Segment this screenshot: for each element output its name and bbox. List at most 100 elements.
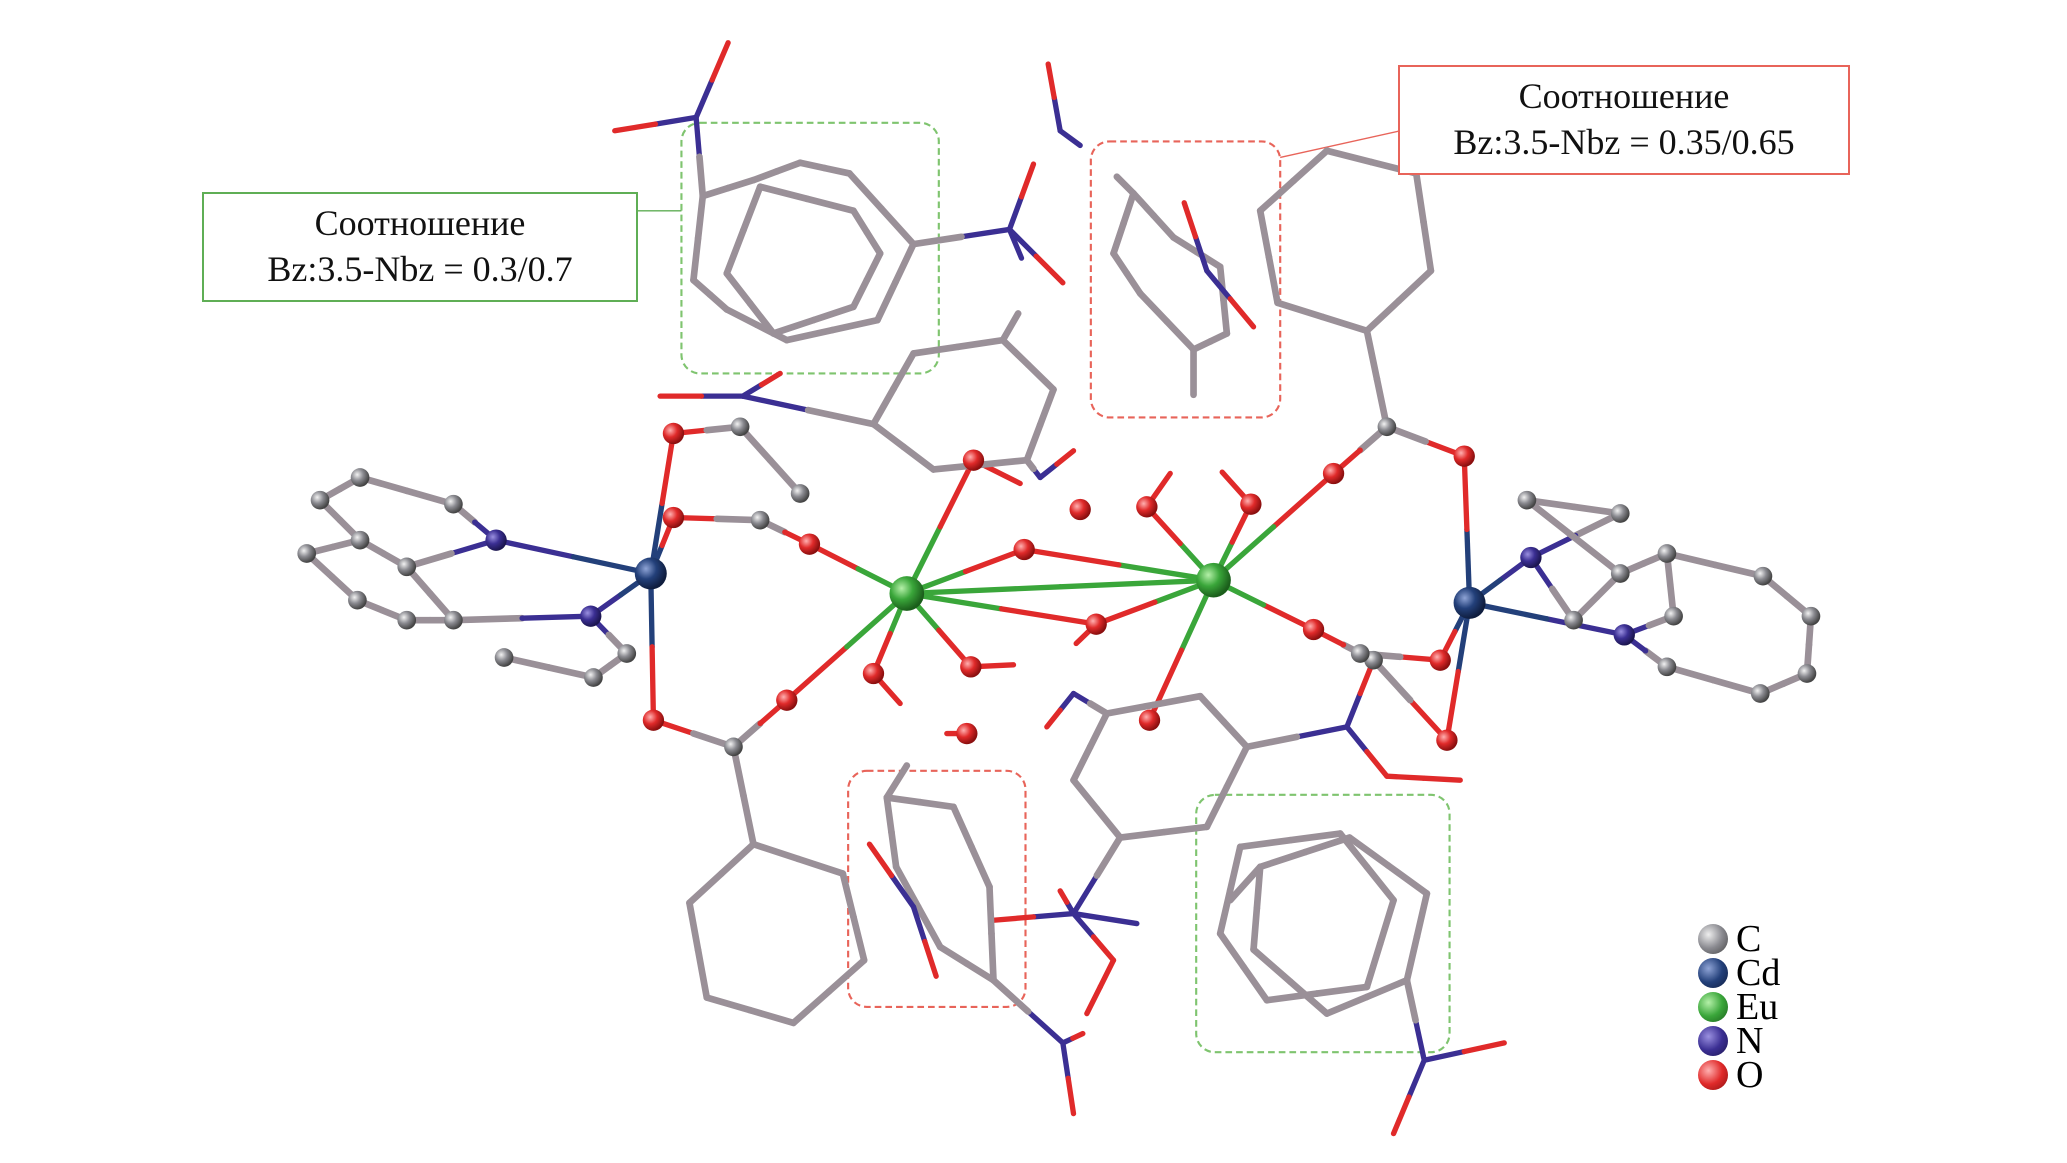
bond: [1057, 888, 1070, 905]
bond: [1037, 461, 1060, 481]
bond: [706, 291, 731, 313]
bond: [1146, 647, 1185, 723]
bond: [1265, 253, 1281, 307]
bond: [1461, 1040, 1507, 1055]
bond: [784, 644, 850, 703]
atom-o: [1240, 493, 1262, 515]
bond: [810, 303, 857, 324]
highlight-boxes: [637, 121, 1451, 1054]
bond: [999, 310, 1022, 344]
bond: [1084, 984, 1103, 1017]
bond: [1113, 173, 1137, 197]
legend-item-cd: Cd: [1698, 952, 1780, 994]
bond: [874, 278, 899, 324]
carbon-ball-icon: [1698, 924, 1728, 954]
bond: [998, 606, 1099, 627]
bond: [1461, 453, 1470, 533]
bond: [1256, 177, 1297, 215]
bond: [1363, 297, 1403, 335]
bond: [1256, 207, 1273, 261]
atom-o: [1085, 613, 1107, 635]
bond: [1006, 194, 1025, 233]
bond: [1090, 934, 1117, 963]
bond: [1080, 145, 1100, 160]
bond: [1204, 268, 1233, 302]
bond: [1018, 287, 1033, 314]
ratio-label-right-value: Bz:3.5-Nbz = 0.35/0.65: [1453, 122, 1795, 162]
bond: [1395, 267, 1435, 305]
bond: [936, 943, 971, 967]
bond: [783, 326, 836, 344]
bond: [1057, 128, 1083, 149]
bond: [1013, 663, 1056, 665]
legend-label: Cd: [1736, 952, 1781, 994]
atom-c: [1664, 606, 1683, 626]
bond: [1227, 296, 1257, 330]
bond: [850, 207, 871, 236]
bond: [890, 350, 917, 393]
atom-o: [662, 422, 685, 445]
bond: [1290, 147, 1331, 185]
bond: [1570, 533, 1624, 577]
bond: [1420, 218, 1435, 275]
bond: [922, 938, 939, 979]
bond: [1412, 1017, 1427, 1063]
bond: [1170, 234, 1201, 256]
bond: [740, 183, 764, 234]
bond: [1023, 456, 1037, 473]
atom-c: [297, 544, 317, 563]
atom-o: [862, 662, 885, 685]
bond: [850, 913, 868, 964]
oxygen-ball-icon: [1698, 1060, 1728, 1090]
bond: [986, 883, 995, 937]
bond: [612, 121, 659, 134]
bond: [1363, 940, 1384, 991]
atom-o: [1302, 618, 1325, 641]
atom-cd: [1453, 586, 1486, 619]
bond: [1070, 743, 1094, 784]
bond: [693, 77, 715, 121]
bond: [1406, 1057, 1427, 1100]
bond: [904, 584, 1063, 597]
bond: [1363, 327, 1381, 383]
bond: [888, 872, 917, 910]
bond: [649, 644, 657, 723]
atom-c: [348, 590, 367, 610]
atom-n: [1520, 546, 1542, 569]
bond: [1093, 834, 1124, 879]
bond: [1006, 226, 1039, 259]
red-dashed-highlight-box: [1089, 140, 1282, 419]
bond: [821, 164, 853, 177]
bond: [1054, 448, 1077, 467]
bond: [910, 343, 962, 357]
bond: [999, 336, 1032, 369]
bond: [493, 537, 577, 560]
bond: [1045, 61, 1057, 101]
bond: [746, 300, 777, 337]
bond: [686, 870, 725, 907]
bond: [699, 184, 732, 200]
bond: [1150, 212, 1177, 241]
bond: [828, 316, 881, 334]
atom-c: [397, 610, 417, 630]
bond: [846, 170, 885, 213]
atom-c: [1753, 566, 1773, 586]
bond: [1070, 1030, 1086, 1041]
bond: [988, 930, 997, 984]
legend-item-o: O: [1698, 1054, 1780, 1096]
bond: [750, 168, 781, 184]
bond: [1120, 190, 1137, 227]
bond: [718, 840, 757, 877]
bond: [1070, 910, 1097, 940]
label-leader-line: [1280, 130, 1401, 159]
bond: [758, 370, 783, 388]
bond: [690, 276, 714, 299]
bond: [696, 153, 707, 200]
bond: [1086, 700, 1111, 717]
bond: [1116, 828, 1167, 841]
ratio-label-right-title: Соотношение: [1518, 76, 1730, 116]
ratio-label-left-value: Bz:3.5-Nbz = 0.3/0.7: [267, 249, 573, 289]
ratio-label-left-title: Соотношение: [314, 203, 526, 243]
bond: [1226, 863, 1264, 904]
atom-o: [1069, 498, 1091, 521]
